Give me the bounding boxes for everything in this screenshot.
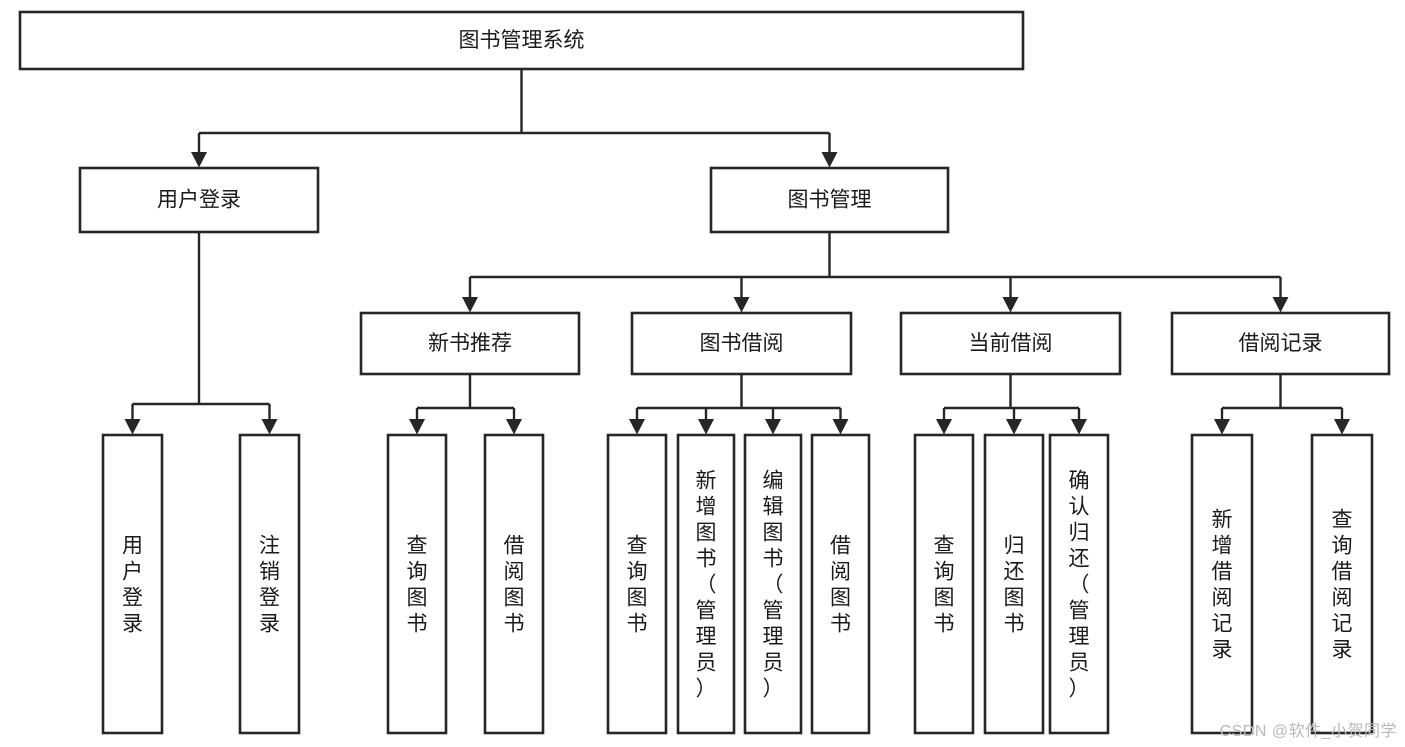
node-leaf-borrow-book-2[interactable]: 借阅图书 <box>810 433 871 735</box>
arrow-head-icon <box>1071 419 1087 435</box>
node-box <box>743 433 803 735</box>
node-label: 归还图书 <box>1004 534 1025 635</box>
node-box <box>630 311 853 376</box>
node-box <box>238 433 301 735</box>
node-label: 借阅图书 <box>830 534 851 635</box>
edges-layer <box>124 69 1350 435</box>
node-label: 确认归还（管理员） <box>1069 469 1090 700</box>
nodes-layer: 图书管理系统用户登录图书管理新书推荐图书借阅当前借阅借阅记录用户登录注销登录查询… <box>18 10 1391 735</box>
node-leaf-edit-book[interactable]: 编辑图书（管理员） <box>743 433 803 735</box>
arrow-head-icon <box>765 419 781 435</box>
node-leaf-add-book[interactable]: 新增图书（管理员） <box>676 433 736 735</box>
node-box <box>899 311 1122 376</box>
node-label: 新增借阅记录 <box>1212 508 1233 661</box>
node-label: 新增图书（管理员） <box>696 469 717 700</box>
node-label: 查询图书 <box>407 534 428 635</box>
node-leaf-confirm-return[interactable]: 确认归还（管理员） <box>1048 433 1110 735</box>
node-box <box>1048 433 1110 735</box>
node-box <box>18 10 1025 71</box>
arrow-head-icon <box>1214 419 1230 435</box>
arrow-head-icon <box>506 419 522 435</box>
arrow-head-icon <box>821 152 838 168</box>
node-leaf-query-book-2[interactable]: 查询图书 <box>606 433 668 735</box>
node-box <box>359 311 581 376</box>
node-leaf-query-record[interactable]: 查询借阅记录 <box>1310 433 1374 735</box>
node-box <box>78 166 320 234</box>
arrow-head-icon <box>629 419 645 435</box>
node-label: 用户登录 <box>122 534 143 635</box>
node-label: 新书推荐 <box>428 332 512 355</box>
node-box <box>606 433 668 735</box>
node-book-borrow[interactable]: 图书借阅 <box>630 311 853 376</box>
node-box <box>1190 433 1254 735</box>
arrow-head-icon <box>936 419 952 435</box>
node-box <box>810 433 871 735</box>
arrow-head-icon <box>1334 419 1350 435</box>
arrow-head-icon <box>698 419 714 435</box>
node-leaf-borrow-book-1[interactable]: 借阅图书 <box>483 433 545 735</box>
node-borrow-record[interactable]: 借阅记录 <box>1170 311 1391 376</box>
arrow-head-icon <box>1002 297 1019 313</box>
node-label: 借阅记录 <box>1239 332 1323 355</box>
node-leaf-return-book[interactable]: 归还图书 <box>983 433 1045 735</box>
arrow-head-icon <box>462 297 478 313</box>
node-box <box>983 433 1045 735</box>
node-new-book-rec[interactable]: 新书推荐 <box>359 311 581 376</box>
node-current-borrow[interactable]: 当前借阅 <box>899 311 1122 376</box>
node-label: 图书管理 <box>788 189 872 212</box>
node-label: 图书管理系统 <box>459 29 585 52</box>
arrow-head-icon <box>832 419 849 435</box>
node-box <box>913 433 975 735</box>
node-leaf-add-record[interactable]: 新增借阅记录 <box>1190 433 1254 735</box>
node-book-manage[interactable]: 图书管理 <box>709 166 950 234</box>
node-label: 编辑图书（管理员） <box>763 469 784 700</box>
arrow-head-icon <box>733 297 750 313</box>
node-leaf-user-logout[interactable]: 注销登录 <box>238 433 301 735</box>
node-box <box>1170 311 1391 376</box>
node-leaf-user-login[interactable]: 用户登录 <box>101 433 164 735</box>
node-label: 借阅图书 <box>504 534 525 635</box>
node-label: 查询借阅记录 <box>1332 508 1353 661</box>
node-box <box>483 433 545 735</box>
arrow-head-icon <box>1272 297 1289 313</box>
node-label: 查询图书 <box>627 534 648 635</box>
arrow-head-icon <box>1006 419 1022 435</box>
node-box <box>101 433 164 735</box>
node-label: 当前借阅 <box>969 332 1053 355</box>
csdn-watermark: CSDN @软件_小贺同学 <box>1219 723 1397 740</box>
node-user-login[interactable]: 用户登录 <box>78 166 320 234</box>
node-box <box>676 433 736 735</box>
node-leaf-query-book-1[interactable]: 查询图书 <box>386 433 448 735</box>
node-label: 查询图书 <box>934 534 955 635</box>
node-label: 用户登录 <box>157 189 241 212</box>
node-box <box>1310 433 1374 735</box>
node-label: 图书借阅 <box>700 332 784 355</box>
node-root[interactable]: 图书管理系统 <box>18 10 1025 71</box>
node-box <box>709 166 950 234</box>
node-box <box>386 433 448 735</box>
arrow-head-icon <box>409 419 425 435</box>
arrow-head-icon <box>191 152 207 168</box>
arrow-head-icon <box>124 419 141 435</box>
node-label: 注销登录 <box>259 534 280 635</box>
arrow-head-icon <box>261 419 278 435</box>
node-leaf-query-book-3[interactable]: 查询图书 <box>913 433 975 735</box>
